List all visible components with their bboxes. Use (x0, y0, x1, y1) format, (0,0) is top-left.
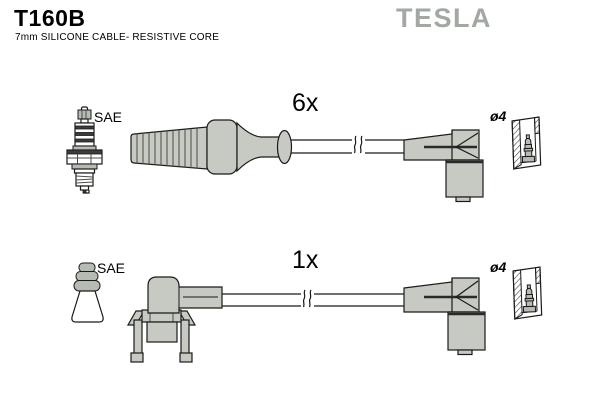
quantity-label-bottom: 1x (292, 246, 319, 274)
part-number: T160B (14, 5, 86, 31)
cone-boot-icon (71, 262, 104, 323)
ribbed-boot-cable-icon (130, 119, 404, 175)
angled-boot-icon (403, 277, 486, 356)
bracket-boot-cable-icon (126, 276, 404, 363)
cable-break-mark (302, 289, 306, 308)
spark-plug-icon (66, 106, 103, 194)
quantity-label-top: 6x (292, 89, 319, 117)
diameter-label-bottom: ø4 (490, 259, 507, 275)
cable-break-mark (353, 135, 357, 154)
terminal-socket-cross-section-icon (512, 266, 543, 320)
diameter-label-top: ø4 (490, 108, 507, 124)
product-subtitle: 7mm SILICONE CABLE- RESISTIVE CORE (15, 32, 220, 43)
brand-logo: TESLA (396, 3, 493, 33)
angled-boot-icon (403, 129, 484, 203)
terminal-socket-cross-section-icon (511, 116, 542, 170)
sae-label-top: SAE (94, 109, 123, 125)
sae-label-bottom: SAE (97, 260, 126, 276)
